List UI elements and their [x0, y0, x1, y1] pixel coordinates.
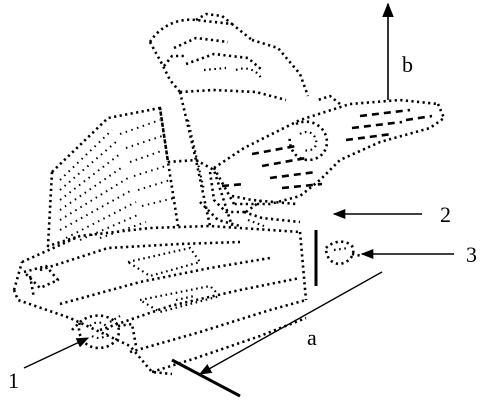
arrow-a: [198, 271, 383, 375]
callout-2: 2: [440, 202, 451, 227]
label-b: b: [402, 52, 413, 77]
workpiece-clamp: [324, 240, 363, 266]
machine-base: [12, 224, 308, 376]
machine-illustration: [12, 12, 446, 376]
tool-tip: [199, 182, 301, 228]
base-edge-line: [171, 358, 241, 398]
tool-carriage: [208, 94, 446, 214]
machine-column: [158, 91, 234, 227]
callout-3: 3: [466, 242, 477, 267]
label-a: a: [307, 325, 317, 350]
machine-head: [148, 12, 310, 102]
grille-block: [46, 106, 175, 248]
callout-1: 1: [8, 368, 19, 393]
leader-1: [23, 337, 90, 369]
